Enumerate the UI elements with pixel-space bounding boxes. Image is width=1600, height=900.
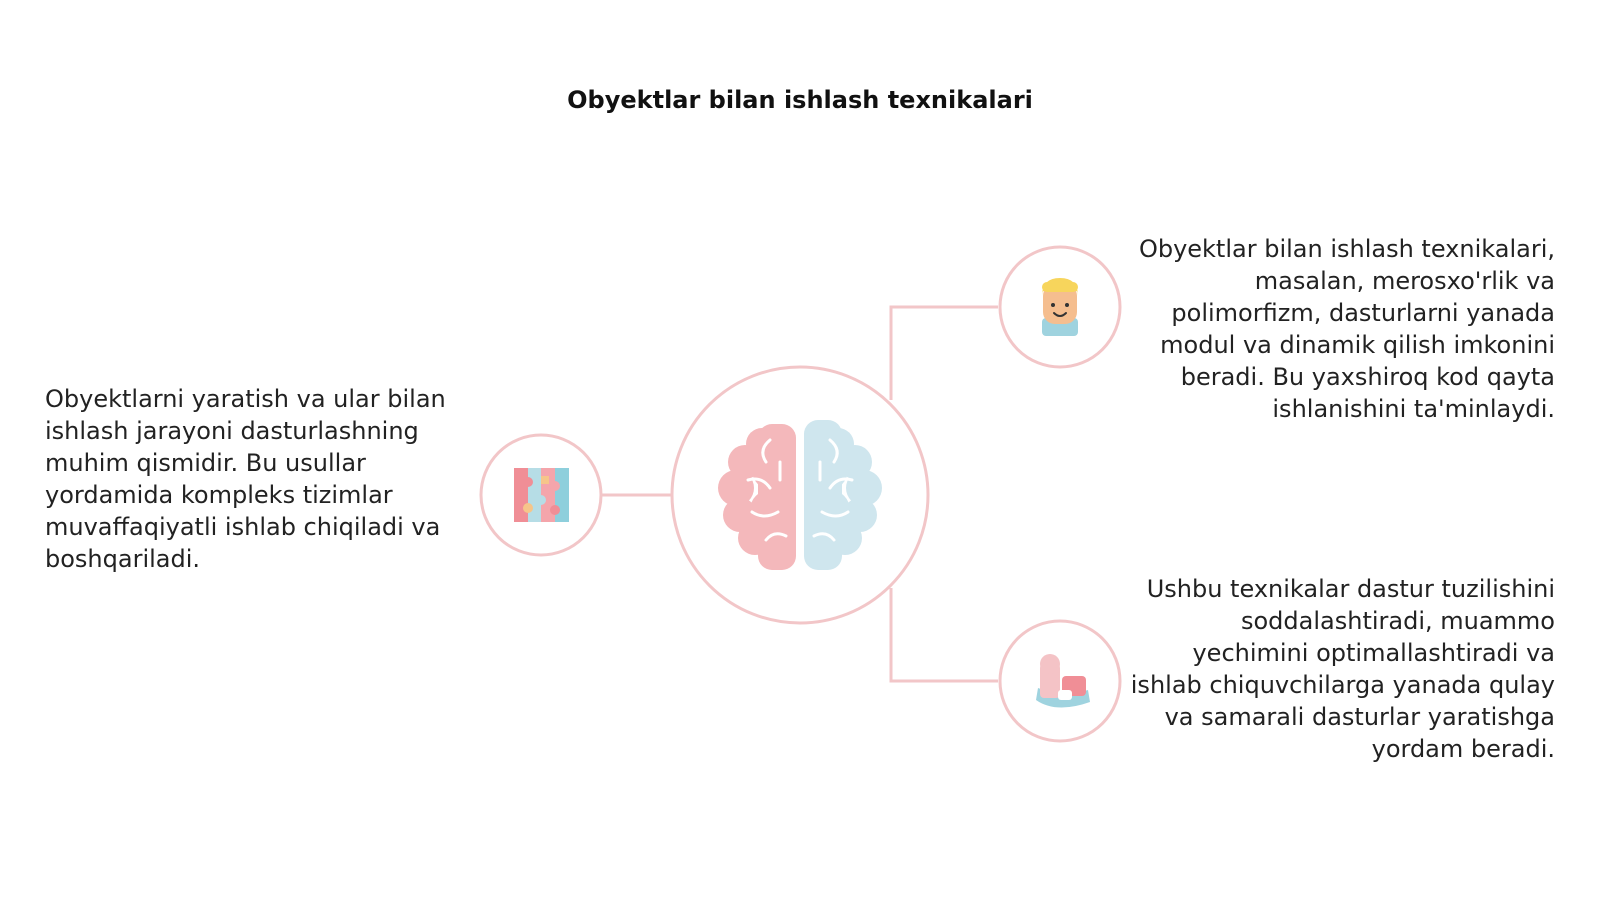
puzzle-icon xyxy=(514,468,569,522)
connectors xyxy=(601,305,998,683)
center-node xyxy=(670,365,930,625)
right-top-node-text: Obyektlar bilan ishlash texnikalari, mas… xyxy=(1138,235,1555,423)
blocks-icon xyxy=(1036,654,1090,708)
brain-icon xyxy=(718,420,882,570)
right-bottom-node xyxy=(998,619,1122,743)
center-ring xyxy=(670,365,930,625)
page-title: Obyektlar bilan ishlash texnikalari xyxy=(567,86,1033,114)
left-node-text: Obyektlarni yaratish va ular bilan ishla… xyxy=(45,385,446,573)
connector-right-top xyxy=(889,305,998,400)
connector-right-bottom xyxy=(889,588,998,683)
right-top-node xyxy=(998,245,1122,369)
person-icon xyxy=(1042,278,1078,336)
right-bottom-node-text: Ushbu texnikalar dastur tuzilishini sodd… xyxy=(1130,575,1555,763)
left-node xyxy=(479,433,603,557)
